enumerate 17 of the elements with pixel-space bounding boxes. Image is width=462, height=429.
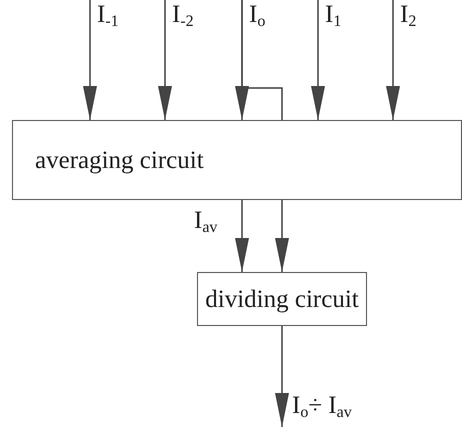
edge-label: I$_{o}$÷ I$_{av}$ [292, 393, 352, 418]
edge-label: I$_{-2}$ [172, 2, 194, 27]
edge-label: I$_{o}$ [249, 2, 266, 27]
arrow [235, 200, 249, 272]
box-label: averaging circuit [35, 148, 204, 172]
process-box [197, 272, 367, 326]
edge-label: I$_{-1}$ [97, 2, 119, 27]
edge-label: I$_{1}$ [325, 2, 342, 27]
arrow [386, 0, 400, 120]
arrow [158, 0, 172, 120]
arrow [83, 0, 97, 120]
process-box [12, 120, 462, 200]
box-label: dividing circuit [205, 286, 359, 312]
arrow [275, 326, 289, 427]
arrow [311, 0, 325, 120]
edge-label: I$_{av}$ [194, 208, 218, 233]
edge-label: I$_{2}$ [400, 2, 416, 27]
